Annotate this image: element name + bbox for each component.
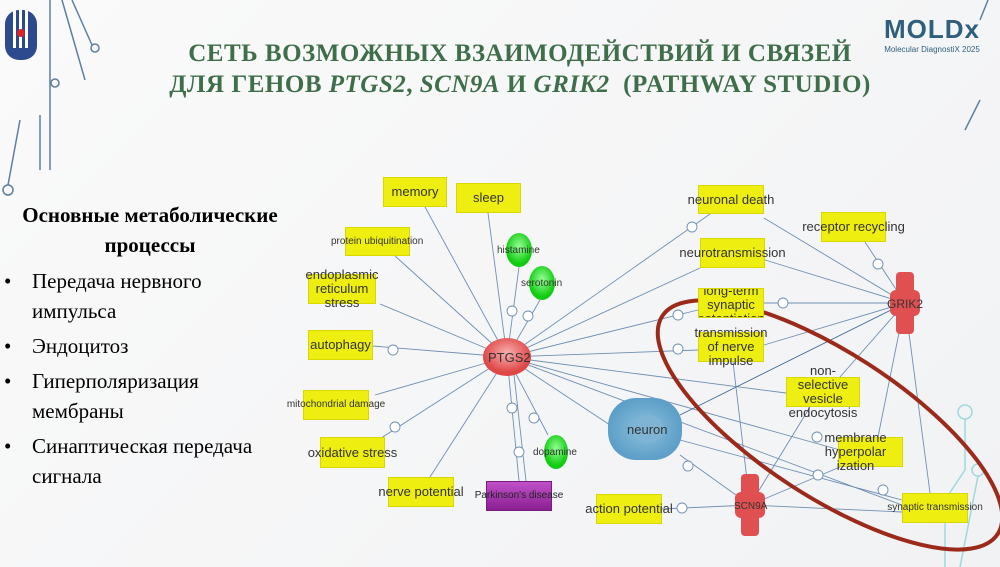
title-line2: ДЛЯ ГЕНОВ PTGS2, SCN9A И GRIK2 (PATHWAY … (140, 69, 900, 100)
node-mitochondrial-damage[interactable]: mitochondrial damage (287, 390, 385, 420)
ptgs2-node (483, 338, 531, 376)
node-sleep[interactable]: sleep (456, 183, 521, 213)
node-vesicle-endocytosis[interactable]: non-selective vesicle endocytosis (786, 364, 860, 420)
node-label: membrane hyperpolar ization (824, 430, 887, 473)
node-receptor-recycling[interactable]: receptor recycling (802, 212, 905, 242)
dopamine-node (544, 435, 568, 469)
label-histamine: histamine (497, 245, 540, 256)
node-label: non-selective vesicle endocytosis (788, 363, 858, 420)
label-scn9a[interactable]: SCN9A (734, 501, 768, 512)
logo-subtitle: Molecular DiagnostiX 2025 (884, 45, 980, 54)
node-membrane-hyperpolarization[interactable]: membrane hyperpolar ization (824, 431, 903, 473)
node-ltp[interactable]: long-term synaptic potentiation (698, 288, 764, 318)
node-neurotransmission[interactable]: neurotransmission (679, 238, 786, 268)
node-synaptic-transmission[interactable]: synaptic transmission (887, 493, 983, 523)
node-label: long-term synaptic potentiation (699, 288, 763, 317)
label-ptgs2[interactable]: PTGS2 (488, 350, 531, 365)
label-neuron[interactable]: neuron (627, 422, 668, 437)
serotonin-node (529, 266, 555, 300)
title-gene: GRIK2 (533, 71, 610, 98)
processes-list: Основные метаболические процессы Передач… (0, 200, 300, 496)
title-sep: И (500, 71, 534, 98)
grik2-node (890, 272, 920, 334)
histamine-node (506, 233, 532, 267)
highlight-ellipse (655, 298, 1000, 552)
list-heading: Основные метаболические процессы (22, 203, 278, 257)
label-dopamine: dopamine (533, 447, 577, 458)
node-nerve-potential[interactable]: nerve potential (378, 477, 464, 507)
list-item: Синаптическая передача сигнала (0, 431, 300, 491)
node-transmission-of-nerve-impulse[interactable]: transmission of nerve impulse (695, 326, 768, 368)
scn9a-node (735, 474, 765, 536)
label-grik2[interactable]: GRIK2 (887, 297, 924, 311)
node-er-stress[interactable]: endoplasmic reticulum stress (306, 268, 379, 310)
node-memory[interactable]: memory (383, 177, 447, 207)
title-gene: SCN9A (419, 71, 501, 98)
title-suffix: (PATHWAY STUDIO) (609, 71, 871, 98)
title-line1: СЕТЬ ВОЗМОЖНЫХ ВЗАИМОДЕЙСТВИЙ И СВЯЗЕЙ (188, 40, 852, 67)
title-sep: , (406, 71, 420, 98)
node-label: transmission of nerve impulse (694, 325, 768, 368)
node-parkinsons-disease[interactable]: Parkinson's disease (475, 481, 563, 511)
logo-name: MOLDx (884, 14, 980, 44)
moldx-logo: MOLDx Molecular DiagnostiX 2025 (884, 14, 980, 54)
list-item: Эндоцитоз (0, 331, 300, 361)
title-prefix: ДЛЯ ГЕНОВ (169, 71, 329, 98)
slide-title: СЕТЬ ВОЗМОЖНЫХ ВЗАИМОДЕЙСТВИЙ И СВЯЗЕЙ Д… (140, 38, 900, 100)
node-protein-ubiquitination[interactable]: protein ubiquitination (331, 227, 423, 256)
node-neuronal-death[interactable]: neuronal death (688, 185, 774, 214)
node-label: endoplasmic reticulum stress (305, 267, 379, 310)
node-oxidative-stress[interactable]: oxidative stress (308, 437, 397, 468)
list-item: Гиперполяризация мембраны (0, 366, 250, 426)
title-gene: PTGS2 (328, 71, 407, 98)
emblem-icon (5, 10, 37, 60)
node-action-potential[interactable]: action potential (585, 494, 673, 524)
list-item: Передача нервного импульса (0, 266, 270, 326)
label-serotonin: serotonin (521, 278, 563, 289)
node-autophagy[interactable]: autophagy (308, 330, 373, 360)
